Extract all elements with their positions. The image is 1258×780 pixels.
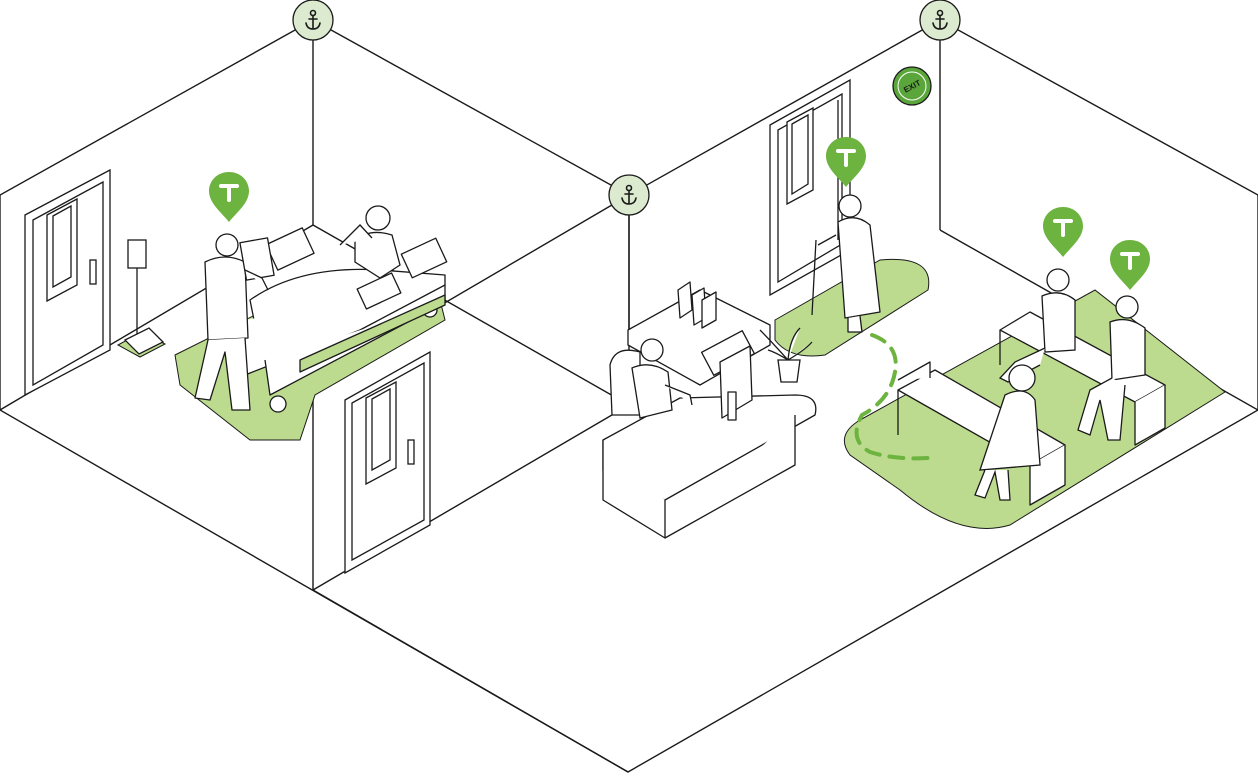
tag-location-pin-icon: [1120, 252, 1140, 270]
seated-child: [974, 364, 1041, 501]
waiting-bench-back: [999, 311, 1166, 446]
patient: [339, 205, 401, 279]
receptionist: [609, 338, 693, 419]
tag-location-pin-icon: [1053, 219, 1073, 237]
movement-path: [854, 333, 930, 461]
room-divider-door: [344, 350, 431, 575]
tag-pin-seated-woman[interactable]: [1043, 207, 1083, 257]
anchor-right[interactable]: [919, 0, 961, 41]
room-left-door: [24, 168, 111, 397]
anchor-icon: [621, 184, 637, 205]
elderly-woman-with-cane: [811, 194, 881, 333]
tag-location-pin-icon: [836, 149, 856, 167]
anchor-left[interactable]: [292, 0, 334, 41]
anchor-icon: [932, 9, 948, 30]
anchor-center[interactable]: [608, 174, 650, 216]
tag-pin-elderly-woman[interactable]: [826, 137, 866, 187]
tag-pin-nurse[interactable]: [209, 172, 249, 222]
sanitizer-stand: [123, 239, 165, 355]
exit-door: [769, 78, 851, 297]
seated-man-with-phone: [1077, 295, 1146, 441]
anchor-icon: [305, 9, 321, 30]
reception-desk: [602, 281, 817, 539]
potted-plant: [759, 327, 813, 383]
nurse-left-room: [194, 233, 275, 411]
tag-location-pin-icon: [219, 184, 239, 202]
tag-pin-seated-man[interactable]: [1110, 240, 1150, 290]
hospital-bed: [244, 227, 448, 413]
exit-sign: EXIT: [892, 66, 932, 106]
